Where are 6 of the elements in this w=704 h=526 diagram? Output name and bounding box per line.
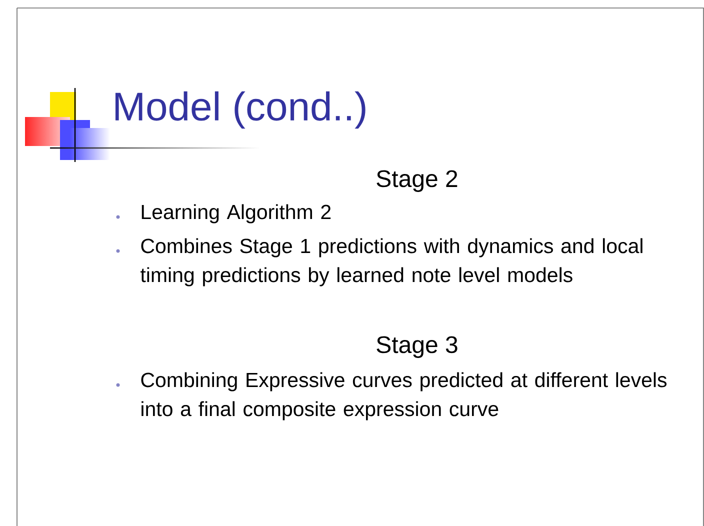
bullet-text: Combining Expressive curves predicted at different levels into a final composite expression curve bbox=[141, 372, 667, 420]
section-heading: Stage 3 bbox=[376, 336, 458, 358]
section-heading: Stage 2 bbox=[376, 170, 458, 192]
bullet-text: Combines Stage 1 predictions with dynamics and local timing predictions by learned note level models bbox=[140, 238, 642, 286]
slide-title: Model (cond..) bbox=[115, 91, 366, 129]
bullet-text: Learning Algorithm 2 bbox=[142, 204, 331, 224]
